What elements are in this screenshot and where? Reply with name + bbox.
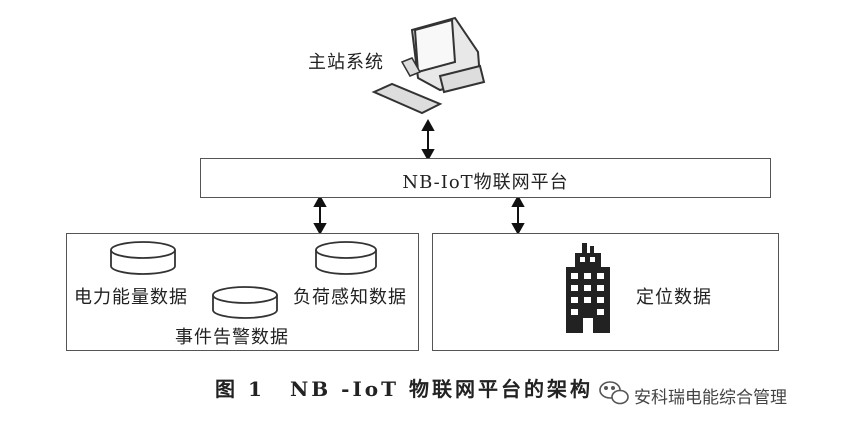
building-icon	[566, 243, 610, 333]
wechat-icon	[599, 381, 629, 405]
location-data-label: 定位数据	[636, 287, 712, 308]
computer-icon	[371, 16, 486, 115]
double-arrow-icon	[313, 194, 327, 236]
platform-box: NB-IoT物联网平台	[200, 158, 771, 198]
db-label-load: 负荷感知数据	[293, 287, 407, 308]
master-station-label: 主站系统	[308, 52, 384, 73]
database-icon	[212, 286, 278, 319]
figure-caption: NB -IoT 物联网平台的架构	[290, 377, 593, 401]
platform-label: NB-IoT物联网平台	[402, 172, 569, 193]
database-icon	[110, 241, 176, 275]
database-icon	[315, 241, 377, 275]
figure-number: 图 1	[215, 377, 265, 401]
watermark-text: 安科瑞电能综合管理	[634, 388, 787, 408]
double-arrow-icon	[421, 118, 435, 162]
db-label-energy: 电力能量数据	[74, 287, 188, 308]
double-arrow-icon	[511, 194, 525, 236]
db-label-event: 事件告警数据	[175, 327, 289, 348]
